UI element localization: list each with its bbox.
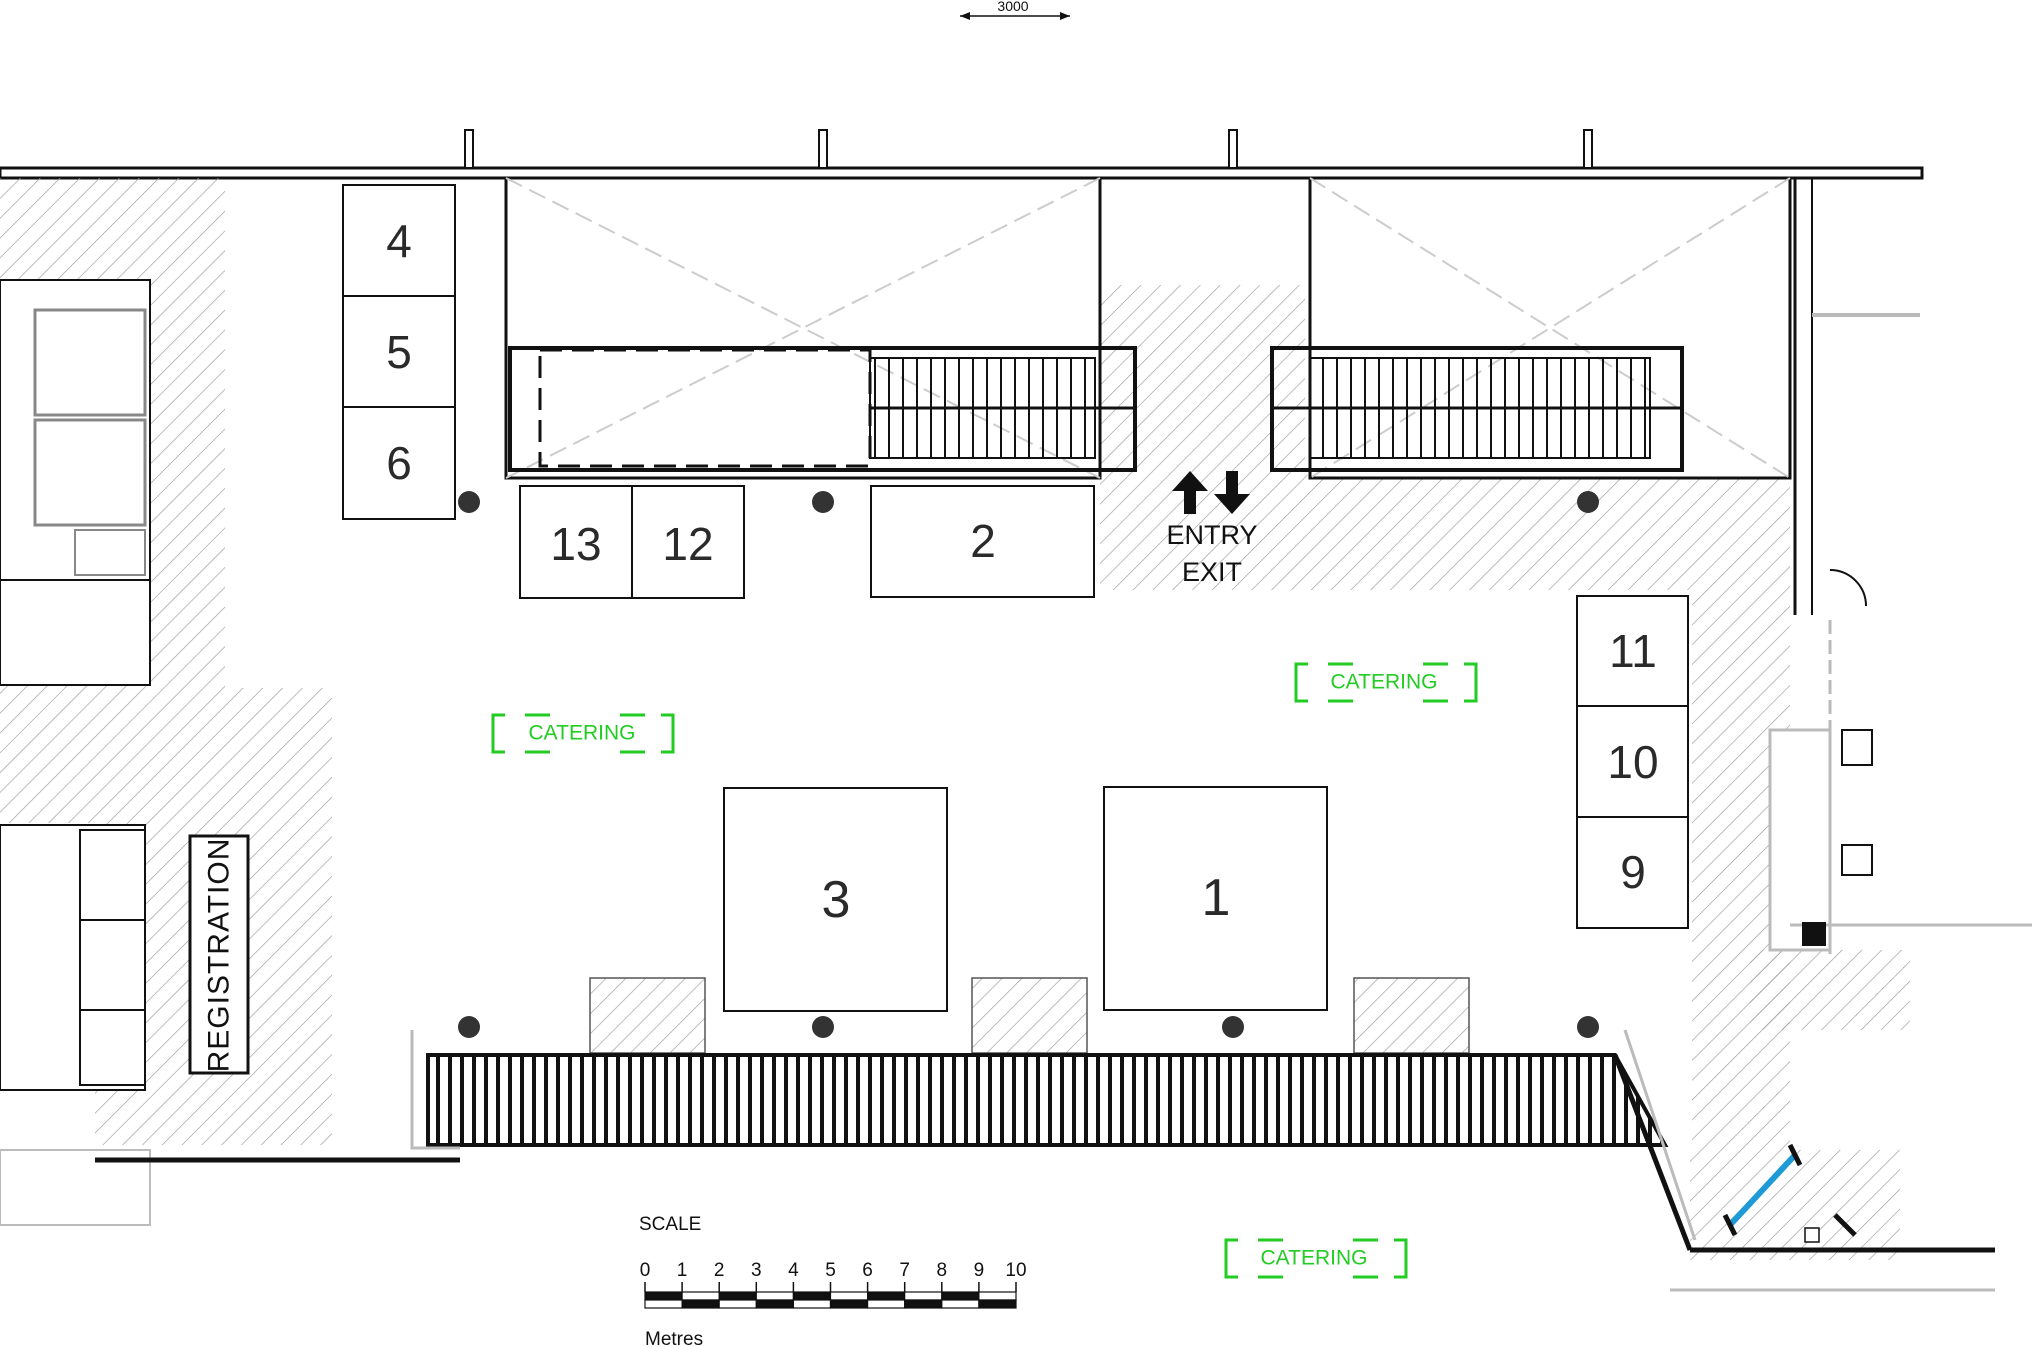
scale-tick-1: 1 [677,1260,688,1281]
booth-13-number: 13 [550,518,601,570]
booth-4[interactable]: 4 [342,184,456,297]
columns [458,491,1599,1038]
booth-2[interactable]: 2 [870,485,1095,598]
dimension-marker: 3000 [960,0,1070,20]
scale-block [904,1291,943,1301]
registration-label: REGISTRATION [203,838,236,1073]
booth-9[interactable]: 9 [1576,816,1689,929]
balustrade [95,1029,1697,1251]
catering-label-2: CATERING [1331,671,1438,694]
scale-block [978,1299,1017,1309]
booth-6-number: 6 [386,437,412,489]
booth-1[interactable]: 1 [1103,786,1328,1011]
booth-1-number: 1 [1202,869,1231,927]
booth-6[interactable]: 6 [342,406,456,520]
scale-block [941,1291,980,1301]
booth-5[interactable]: 5 [342,295,456,408]
booth-12[interactable]: 12 [631,485,745,599]
scale-block [644,1299,683,1309]
scale-block [755,1291,794,1301]
scale-tick-0: 0 [640,1260,651,1281]
booth-2-number: 2 [970,515,996,567]
scale-block [681,1299,720,1309]
scale-block [718,1291,757,1301]
entry-arrow-up-icon [1172,471,1208,514]
booth-13[interactable]: 13 [519,485,633,599]
scale-block [829,1299,869,1309]
booth-11[interactable]: 11 [1576,595,1689,707]
booth-5-number: 5 [386,326,412,378]
scale-block [792,1291,832,1301]
booth-12-number: 12 [662,518,713,570]
entry-label: ENTRY [1166,520,1257,550]
scale-tick-9: 9 [974,1260,985,1281]
catering-area-1[interactable]: CATERING [491,713,675,754]
exit-label: EXIT [1182,557,1242,587]
right-structure [1670,178,2032,1292]
scale-unit: Metres [645,1329,703,1347]
booth-10[interactable]: 10 [1576,705,1689,818]
lift-core [0,279,151,1226]
booth-10-number: 10 [1607,736,1658,788]
scale-tick-7: 7 [899,1260,910,1281]
scale-tick-4: 4 [788,1260,799,1281]
escalator-void-left [504,176,1137,480]
scale-tick-3: 3 [751,1260,762,1281]
scale-tick-10: 10 [1005,1260,1026,1281]
catering-area-3[interactable]: CATERING [1224,1238,1408,1279]
scale-title: SCALE [639,1214,701,1235]
booths: 4 5 6 13 12 2 11 10 [342,184,1689,1012]
scale-block [829,1291,869,1301]
catering-area-2[interactable]: CATERING [1294,662,1478,703]
scale-block [978,1291,1017,1301]
scale-block [941,1299,980,1309]
catering-label-1: CATERING [529,722,636,745]
entry-exit-marker: ENTRY EXIT [1166,471,1258,587]
booth-4-number: 4 [386,215,412,267]
booth-3[interactable]: 3 [723,787,948,1012]
scale-block [866,1291,906,1301]
scale-tick-5: 5 [825,1260,836,1281]
escalator-void-right [1270,176,1792,480]
catering-label-3: CATERING [1261,1247,1368,1270]
dimension-label: 3000 [997,0,1028,14]
scale-block [792,1299,832,1309]
scale-ticks: 0 1 2 3 4 5 6 7 8 9 10 [640,1260,1027,1292]
booth-11-number: 11 [1609,625,1657,677]
scale-tick-2: 2 [714,1260,725,1281]
registration-desk[interactable]: REGISTRATION [188,834,250,1075]
scale-block [718,1299,757,1309]
booth-3-number: 3 [822,871,851,929]
facade-wall [0,129,1924,180]
scale-block [755,1299,794,1309]
scale-tick-6: 6 [862,1260,873,1281]
scale-block [681,1291,720,1301]
scale-block [644,1291,683,1301]
booth-9-number: 9 [1620,846,1646,898]
scale-bar: SCALE 0 1 2 3 4 5 6 7 8 9 10 Metres [639,1214,1027,1347]
scale-block [904,1299,943,1309]
scale-block [866,1299,906,1309]
scale-tick-8: 8 [937,1260,948,1281]
exit-arrow-down-icon [1214,471,1250,514]
scale-blocks [644,1291,1017,1309]
